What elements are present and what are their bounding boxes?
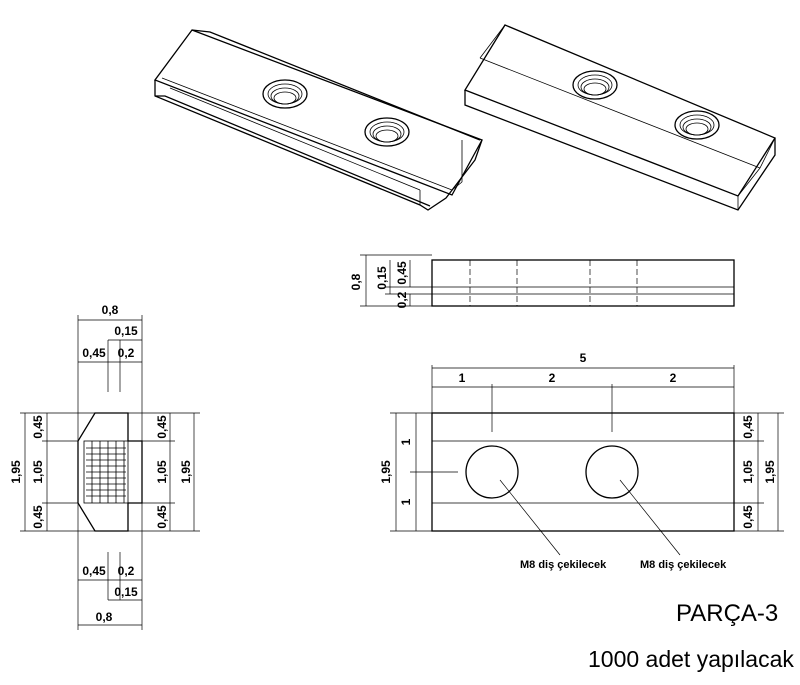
hole-icon	[465, 445, 519, 499]
dim-section-left-195: 1,95	[9, 460, 23, 484]
dim-top-1a: 1	[399, 438, 413, 445]
dim-top-height-195: 1,95	[379, 460, 393, 484]
side-view	[360, 254, 735, 307]
dim-section-top-02: 0,2	[118, 346, 135, 360]
quantity-note: 1000 adet yapılacak	[588, 646, 794, 672]
part-title: PARÇA-3	[676, 600, 779, 627]
dim-top-1b: 1	[399, 498, 413, 505]
dim-height-side: 0,8	[349, 273, 363, 290]
dim-top-right-105: 1,05	[741, 460, 755, 484]
dim-length-2b: 2	[670, 371, 677, 385]
dim-section-top-045: 0,45	[82, 346, 106, 360]
isometric-view-right	[464, 24, 776, 211]
dim-section-top-015: 0,15	[114, 324, 138, 338]
dim-section-top-08: 0,8	[102, 303, 119, 317]
dim-top-right-045b: 0,45	[741, 505, 755, 529]
dim-section-bottom-045: 0,45	[82, 564, 106, 578]
dim-section-right-195: 1,95	[179, 460, 193, 484]
hole-icon	[585, 445, 639, 499]
dim-length-1: 1	[459, 371, 466, 385]
dim-section-right-105: 1,05	[155, 460, 169, 484]
threaded-hole-icon	[364, 117, 410, 147]
dim-height-side-045: 0,45	[395, 261, 409, 285]
dim-length-total: 5	[580, 351, 587, 365]
thread-note-left: M8 diş çekilecek	[520, 559, 607, 571]
isometric-view-left	[153, 29, 483, 211]
top-view	[390, 365, 784, 556]
threaded-hole-icon	[572, 70, 618, 100]
dim-top-right-045a: 0,45	[741, 415, 755, 439]
dim-section-right-045a: 0,45	[155, 415, 169, 439]
thread-note-right: M8 diş çekilecek	[640, 559, 727, 571]
dim-top-right-195: 1,95	[763, 460, 777, 484]
dim-section-left-105: 1,05	[31, 460, 45, 484]
dim-height-side-02: 0,2	[395, 291, 409, 308]
section-view	[20, 315, 200, 630]
dim-height-side-015: 0,15	[375, 266, 389, 290]
dim-section-bottom-02: 0,2	[118, 564, 135, 578]
dim-section-bottom-015: 0,15	[114, 585, 138, 599]
thread-hatch-icon	[86, 441, 126, 503]
dim-section-right-045b: 0,45	[155, 505, 169, 529]
dim-section-bottom-08: 0,8	[96, 610, 113, 624]
threaded-hole-icon	[674, 110, 720, 140]
dim-length-2a: 2	[549, 371, 556, 385]
threaded-hole-icon	[262, 79, 308, 109]
dim-section-left-045a: 0,45	[31, 415, 45, 439]
dim-section-left-045b: 0,45	[31, 505, 45, 529]
